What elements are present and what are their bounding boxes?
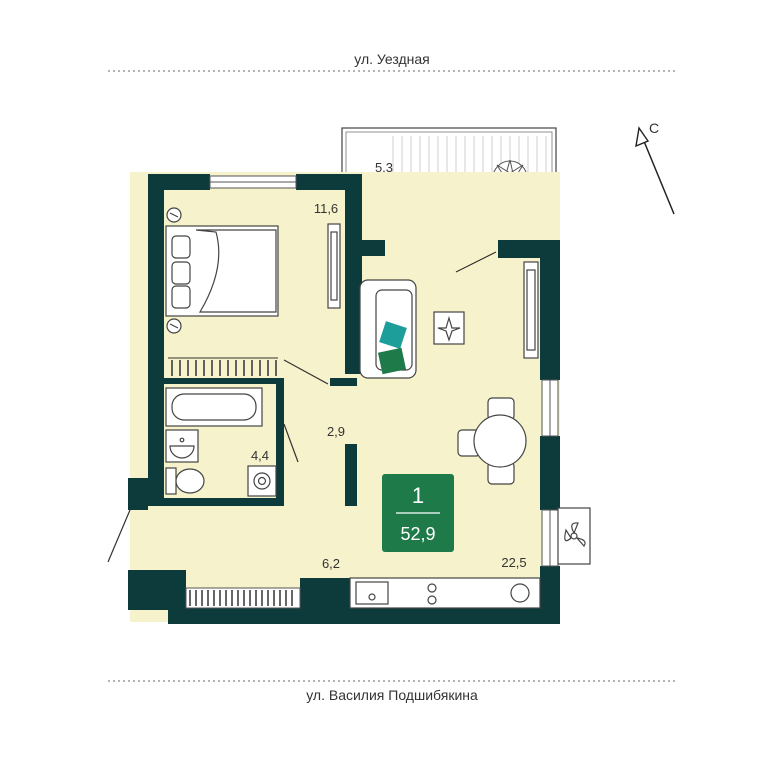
- cushions: [377, 321, 407, 375]
- tv-bedroom-icon: [327, 223, 341, 309]
- kitchen-counter: [349, 577, 541, 609]
- apartment-badge: 1 52,9: [382, 474, 454, 552]
- area-bathroom: 4,4: [251, 448, 269, 463]
- walls: [128, 174, 560, 624]
- entrance-door: [107, 509, 131, 563]
- bathtub-icon: [165, 387, 263, 427]
- area-corridor: 2,9: [327, 424, 345, 439]
- bed-icon: [165, 207, 279, 334]
- radiator-bottom: [189, 590, 293, 606]
- door-bathroom: [283, 423, 299, 463]
- tv-living-icon: [523, 261, 539, 359]
- badge-total-area: 52,9: [400, 524, 435, 544]
- street-label-top: ул. Уездная: [354, 51, 429, 67]
- area-living: 22,5: [501, 555, 526, 570]
- compass-label: С: [649, 120, 659, 136]
- door-bedroom: [283, 359, 329, 385]
- dining-table-icon: [457, 397, 527, 485]
- area-bedroom: 11,6: [314, 201, 338, 216]
- door-living: [455, 251, 497, 273]
- fan-icon: [557, 507, 591, 565]
- toilet-icon: [165, 467, 205, 495]
- compass-arrow-icon: [635, 126, 675, 215]
- sink-icon: [165, 429, 199, 463]
- badge-rooms: 1: [412, 483, 424, 508]
- area-hall: 6,2: [322, 556, 340, 571]
- street-label-bottom: ул. Василия Подшибякина: [306, 687, 478, 703]
- wardrobe: [168, 357, 278, 376]
- washing-machine-icon: [247, 465, 277, 497]
- coffee-table-icon: [433, 311, 465, 345]
- area-balcony: 5,3: [375, 160, 393, 175]
